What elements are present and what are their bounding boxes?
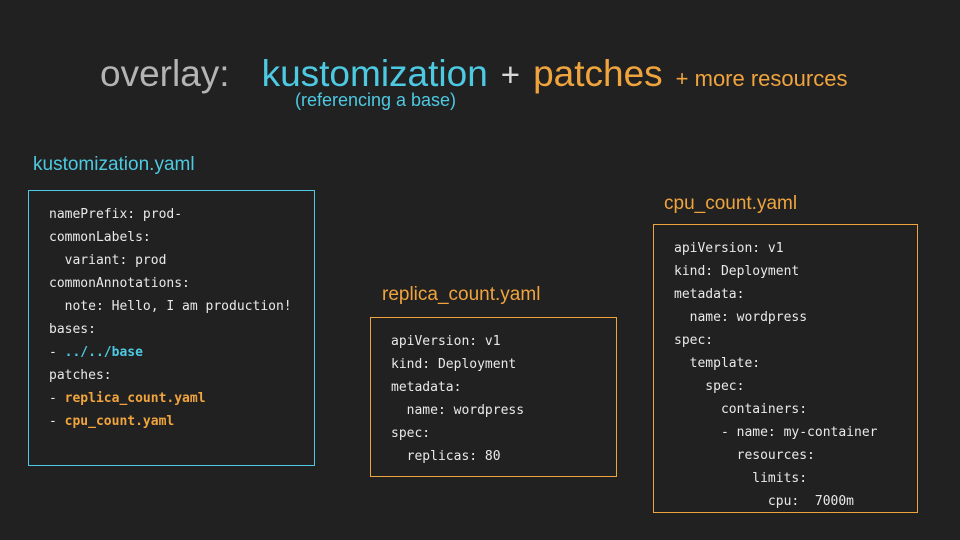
file-label-cpu-count: cpu_count.yaml — [664, 193, 798, 214]
code-box-kustomization: namePrefix: prod-commonLabels: variant: … — [28, 190, 315, 466]
code-line: note: Hello, I am production! — [49, 299, 292, 314]
code-line: - cpu_count.yaml — [49, 414, 175, 429]
code-line: name: wordpress — [674, 310, 808, 325]
code-line: kind: Deployment — [391, 357, 517, 372]
file-label-kustomization: kustomization.yaml — [33, 154, 195, 175]
code-line: variant: prod — [49, 253, 167, 268]
code-line: spec: — [674, 379, 745, 394]
code-line: namePrefix: prod- — [49, 207, 183, 222]
title-patches: patches — [533, 53, 663, 94]
code-line: spec: — [674, 333, 714, 348]
file-label-replica-count: replica_count.yaml — [382, 284, 541, 305]
code-line: kind: Deployment — [674, 264, 800, 279]
code-line: limits: — [674, 471, 808, 486]
code-line: - ../../base — [49, 345, 143, 360]
code-line: - name: my-container — [674, 425, 878, 440]
title-more-resources: + more resources — [675, 66, 848, 91]
title-plus: + — [500, 56, 521, 93]
title-subtitle: (referencing a base) — [294, 90, 457, 110]
code-line: template: — [674, 356, 761, 371]
code-line: containers: — [674, 402, 808, 417]
slide-title: overlay: kustomization + patches + more … — [100, 53, 847, 95]
code-line: commonAnnotations: — [49, 276, 190, 291]
code-line: cpu: 7000m — [674, 494, 855, 509]
code-line: apiVersion: v1 — [391, 334, 501, 349]
code-line: resources: — [674, 448, 815, 463]
code-line: replicas: 80 — [391, 449, 501, 464]
title-overlay: overlay: — [100, 53, 230, 94]
code-line: patches: — [49, 368, 112, 383]
code-line: commonLabels: — [49, 230, 151, 245]
code-line: - replica_count.yaml — [49, 391, 206, 406]
code-line: metadata: — [674, 287, 745, 302]
code-line: metadata: — [391, 380, 462, 395]
title-kustomization: kustomization — [261, 53, 488, 94]
code-line: spec: — [391, 426, 431, 441]
code-line: name: wordpress — [391, 403, 525, 418]
code-line: bases: — [49, 322, 96, 337]
code-line: apiVersion: v1 — [674, 241, 784, 256]
